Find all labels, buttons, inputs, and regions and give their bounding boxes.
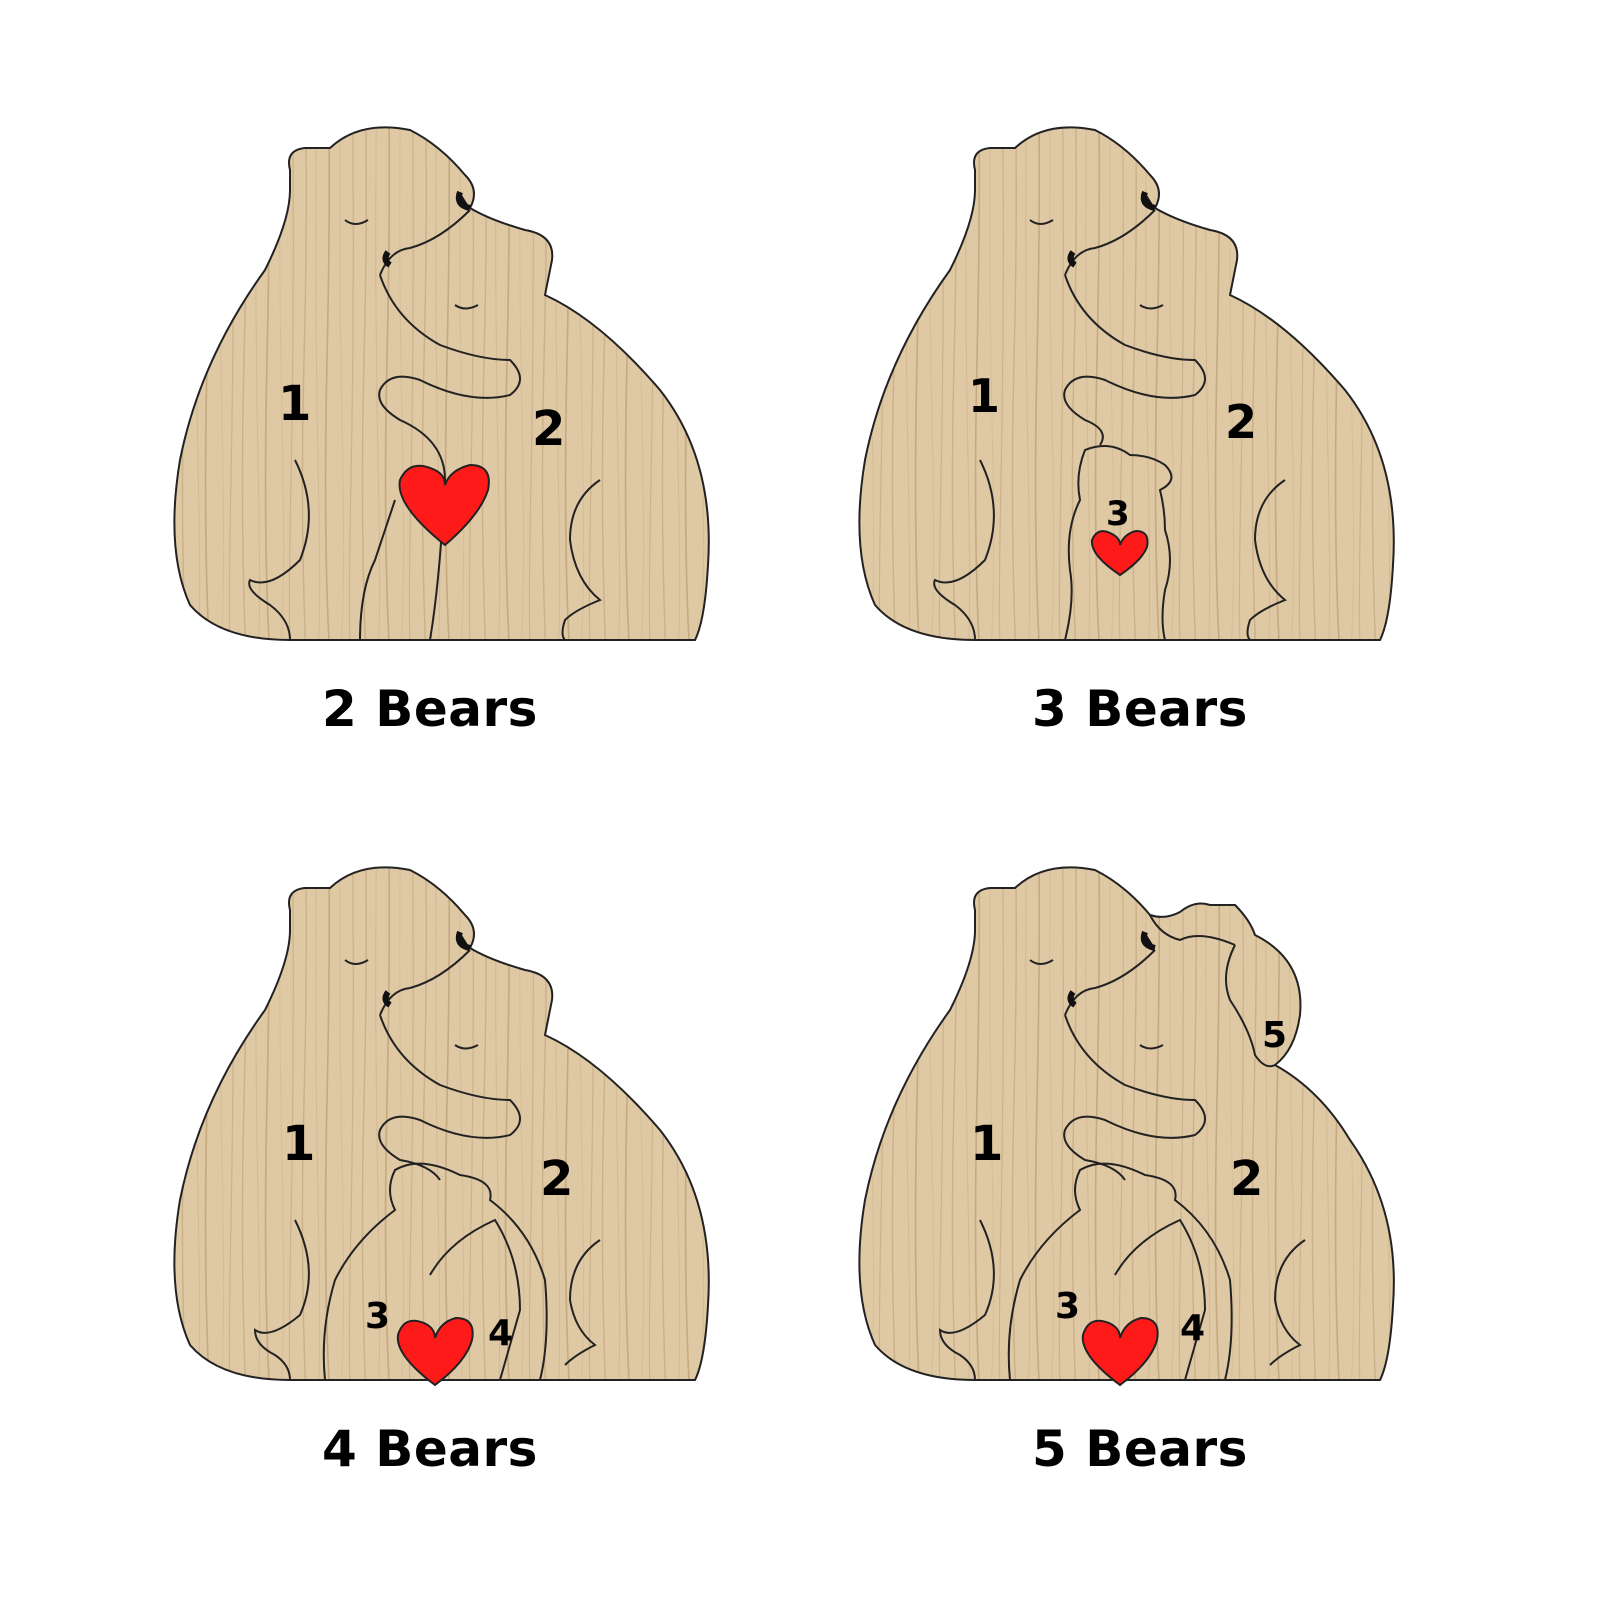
bear-puzzle-illustration: 1 2	[173, 126, 710, 641]
heart-icon	[1090, 529, 1149, 577]
bear-number-2: 2	[540, 1151, 573, 1207]
bear-number-2: 2	[1230, 1151, 1263, 1207]
bear-number-1: 1	[968, 369, 1000, 423]
heart-icon	[396, 1316, 474, 1387]
bear-number-3: 3	[365, 1296, 390, 1337]
panel-caption: 5 Bears	[1032, 1420, 1248, 1478]
bear-number-4: 4	[1180, 1308, 1205, 1349]
panel-caption: 2 Bears	[322, 680, 538, 738]
puzzle-outline	[858, 866, 1395, 1381]
puzzle-panel-2-bears: 1 2 2 Bears	[0, 60, 800, 820]
bear-number-1: 1	[282, 1116, 315, 1172]
puzzle-outline	[173, 126, 710, 641]
bear-number-2: 2	[1225, 395, 1257, 449]
puzzle-panel-3-bears: 1 2 3 3 Bears	[710, 60, 1510, 820]
bear-number-3: 3	[1106, 494, 1130, 534]
bear-number-1: 1	[970, 1116, 1003, 1172]
bear-puzzle-illustration: 1 2 3	[858, 126, 1395, 641]
puzzle-panel-4-bears: 1 2 3 4 4 Bears	[0, 800, 800, 1560]
panel-caption: 4 Bears	[322, 1420, 538, 1478]
heart-icon	[398, 463, 490, 547]
bear-number-3: 3	[1055, 1286, 1080, 1327]
bear-puzzle-illustration: 1 2 3 4 5	[858, 866, 1395, 1387]
heart-icon	[1081, 1316, 1159, 1387]
panel-caption: 3 Bears	[1032, 680, 1248, 738]
puzzle-outline	[173, 866, 710, 1381]
bear-number-2: 2	[532, 401, 565, 457]
bear-number-4: 4	[488, 1313, 513, 1354]
bear-number-5: 5	[1262, 1015, 1287, 1056]
bear-puzzle-illustration: 1 2 3 4	[173, 866, 710, 1387]
bear-number-1: 1	[278, 376, 311, 432]
puzzle-panel-5-bears: 1 2 3 4 5 5 Bears	[710, 800, 1510, 1560]
